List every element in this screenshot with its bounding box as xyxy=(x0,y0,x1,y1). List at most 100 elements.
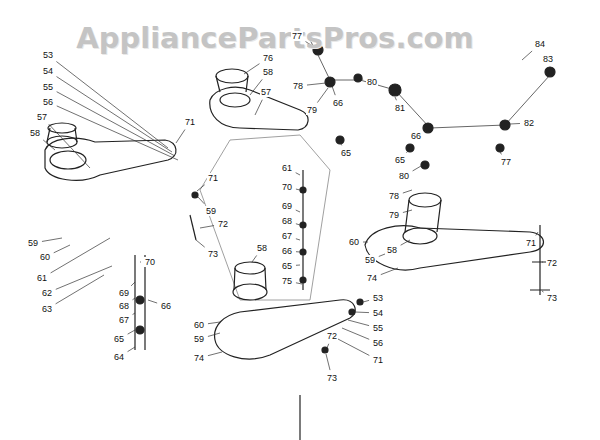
leader-line xyxy=(296,239,300,240)
callout-number: 59 xyxy=(205,206,217,216)
callout-number: 73 xyxy=(326,373,338,383)
leader-line xyxy=(43,140,55,150)
callout-number: 60 xyxy=(193,320,205,330)
leader-line xyxy=(255,100,262,115)
leader-line xyxy=(413,166,421,171)
caster-cup xyxy=(50,151,86,169)
caster-cup xyxy=(235,262,265,274)
callout-number: 72 xyxy=(546,258,558,268)
leader-line xyxy=(49,124,90,168)
leader-line xyxy=(500,152,501,154)
leader-line xyxy=(131,282,135,286)
leader-line xyxy=(307,83,326,85)
leader-line xyxy=(336,338,369,355)
callout-number: 79 xyxy=(306,105,318,115)
callout-number: 61 xyxy=(36,273,48,283)
leader-line xyxy=(208,352,222,356)
callout-number: 70 xyxy=(281,182,293,192)
callout-number: 72 xyxy=(326,331,338,341)
caster-cup xyxy=(47,128,77,142)
leader-line xyxy=(363,242,368,243)
caster-cup xyxy=(216,76,248,92)
leader-line xyxy=(296,210,300,212)
leader-line xyxy=(401,240,410,245)
callout-number: 60 xyxy=(348,237,360,247)
callout-number: 55 xyxy=(42,82,54,92)
leader-line xyxy=(176,129,185,143)
callout-number: 66 xyxy=(281,246,293,256)
caster-cup xyxy=(409,193,441,207)
leader-line xyxy=(342,328,369,339)
caster-cup xyxy=(403,228,437,244)
leader-line xyxy=(362,79,363,80)
leader-line xyxy=(208,333,220,336)
leader-line xyxy=(252,255,257,262)
callout-number: 71 xyxy=(184,117,196,127)
callout-number: 57 xyxy=(36,112,48,122)
leader-line xyxy=(510,123,520,125)
callout-number: 79 xyxy=(388,210,400,220)
frame-outline xyxy=(200,135,330,300)
callout-number: 56 xyxy=(372,338,384,348)
stud xyxy=(135,255,145,350)
callout-number: 54 xyxy=(42,66,54,76)
leader-line xyxy=(296,189,300,191)
leader-line xyxy=(128,347,135,352)
callout-number: 69 xyxy=(118,288,130,298)
callout-number: 56 xyxy=(42,97,54,107)
callout-number: 67 xyxy=(118,315,130,325)
callout-number: 58 xyxy=(386,245,398,255)
callout-number: 73 xyxy=(546,293,558,303)
leader-line xyxy=(57,77,172,152)
leader-line xyxy=(196,240,205,247)
leader-line xyxy=(363,300,369,302)
leader-line xyxy=(208,322,220,324)
line-art xyxy=(45,40,555,440)
leader-line xyxy=(406,151,408,153)
callout-number: 58 xyxy=(256,243,268,253)
leader-line xyxy=(128,330,135,334)
leader-line xyxy=(244,64,259,74)
callout-number: 58 xyxy=(29,128,41,138)
callout-number: 78 xyxy=(388,191,400,201)
nut xyxy=(136,326,144,334)
callout-number: 63 xyxy=(41,304,53,314)
callout-number: 68 xyxy=(281,216,293,226)
callout-number: 59 xyxy=(364,255,376,265)
leader-line xyxy=(197,185,205,191)
leader-line xyxy=(348,320,369,326)
leader-line xyxy=(42,238,62,241)
callout-number: 70 xyxy=(144,257,156,267)
callout-number: 57 xyxy=(260,87,272,97)
leader-line xyxy=(542,291,544,292)
caster-plate xyxy=(365,226,544,270)
caster-plate xyxy=(45,138,176,180)
leader-line xyxy=(296,265,300,266)
caster-cup xyxy=(216,69,248,83)
nut xyxy=(136,296,144,304)
callout-number: 65 xyxy=(340,148,352,158)
leader-line xyxy=(296,173,300,175)
leader-line xyxy=(54,245,70,253)
callout-number: 81 xyxy=(394,103,406,113)
leader-line xyxy=(327,344,329,348)
callout-number: 82 xyxy=(523,118,535,128)
callout-number: 75 xyxy=(281,276,293,286)
leader-line xyxy=(56,61,168,148)
callout-number: 67 xyxy=(281,231,293,241)
leader-line xyxy=(403,210,412,213)
leader-line xyxy=(140,262,142,263)
leader-line xyxy=(536,232,538,235)
leader-line xyxy=(355,312,369,314)
callout-number: 73 xyxy=(207,249,219,259)
leader-line xyxy=(148,300,157,303)
leader-line xyxy=(57,92,175,156)
leader-line xyxy=(317,88,328,103)
leader-line xyxy=(425,131,426,133)
leader-line xyxy=(395,97,396,100)
callout-number: 59 xyxy=(27,238,39,248)
callout-number: 71 xyxy=(525,238,537,248)
leader-line xyxy=(51,238,110,273)
